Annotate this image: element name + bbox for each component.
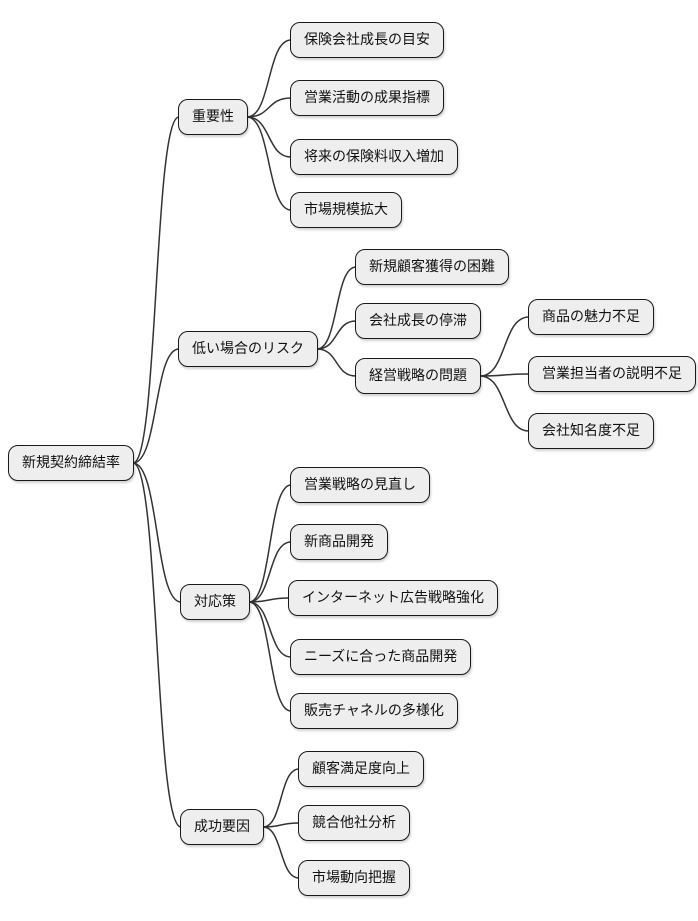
mindmap-node-risks-when-low: 低い場合のリスク	[178, 331, 318, 367]
mindmap-node-root: 新規契約締結率	[8, 445, 134, 481]
mindmap-node-sales-activity-kpi: 営業活動の成果指標	[290, 80, 444, 116]
mindmap-node-needs-based-product-development: ニーズに合った商品開発	[290, 639, 472, 675]
mindmap-node-customer-satisfaction: 顧客満足度向上	[298, 751, 424, 787]
mindmap-node-importance: 重要性	[178, 99, 248, 135]
mindmap-node-new-customer-difficulty: 新規顧客獲得の困難	[355, 249, 509, 285]
mindmap-node-management-strategy-problem: 経営戦略の問題	[355, 358, 481, 394]
mindmap-node-company-growth-stagnation: 会社成長の停滞	[355, 303, 481, 339]
mindmap-node-market-trend-grasp: 市場動向把握	[298, 860, 410, 896]
mindmap-node-sales-strategy-review: 営業戦略の見直し	[290, 467, 430, 503]
mindmap-node-company-recognition-shortage: 会社知名度不足	[528, 413, 654, 449]
mindmap-node-salesperson-explanation-shortage: 営業担当者の説明不足	[528, 356, 696, 392]
mindmap-node-competitor-analysis: 競合他社分析	[298, 805, 410, 841]
mindmap-node-sales-channel-diversification: 販売チャネルの多様化	[290, 693, 458, 729]
mindmap-node-countermeasures: 対応策	[180, 584, 250, 620]
mindmap-node-new-product-development: 新商品開発	[290, 524, 388, 560]
mindmap-node-success-factors: 成功要因	[180, 809, 264, 845]
mindmap-node-insurer-growth-benchmark: 保険会社成長の目安	[290, 22, 444, 58]
mindmap-node-future-premium-income: 将来の保険料収入増加	[290, 139, 458, 175]
mindmap-node-internet-ad-strategy: インターネット広告戦略強化	[288, 580, 498, 616]
mindmap-node-product-appeal-shortage: 商品の魅力不足	[528, 299, 654, 335]
mindmap-node-market-expansion: 市場規模拡大	[290, 192, 402, 228]
